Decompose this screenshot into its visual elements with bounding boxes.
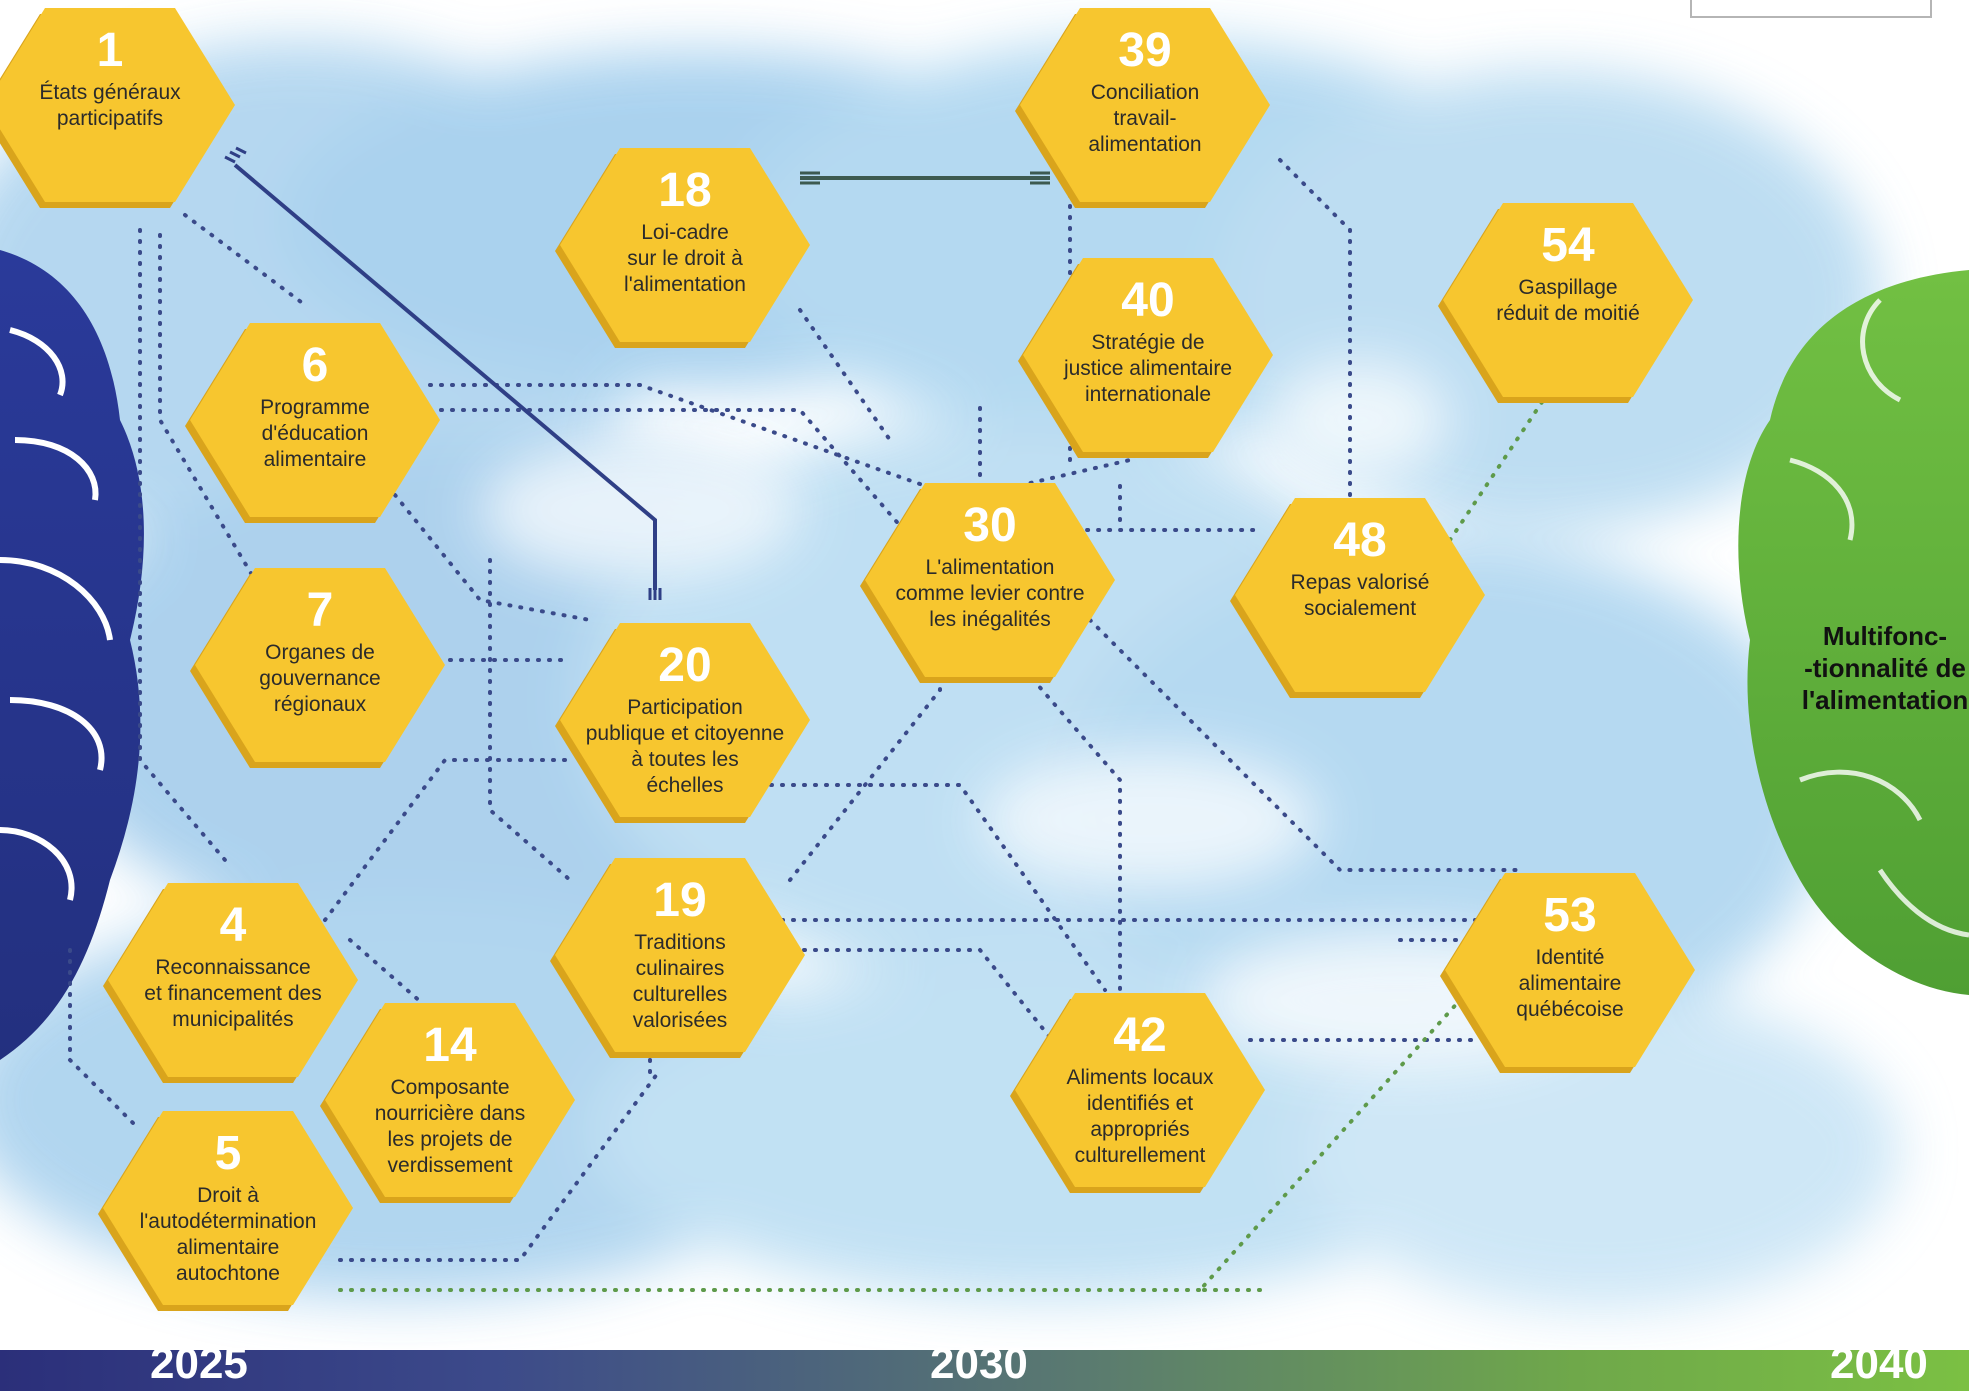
- hexagon-shape: [550, 858, 805, 1058]
- year-2025: 2025: [150, 1339, 248, 1388]
- node-6-education: 6 Programme d'éducation alimentaire: [185, 315, 445, 525]
- goal-label: Multifonc- -tionnalité de l'alimentation: [1801, 621, 1969, 715]
- node-53-identite: 53 Identité alimentaire québécoise: [1440, 865, 1700, 1075]
- right-blob: [1738, 270, 1969, 995]
- left-blob: [0, 250, 144, 1060]
- node-label: Composante nourricière dans les projets …: [374, 1076, 526, 1177]
- node-42-aliments-locaux: 42 Aliments locaux identifiés et appropr…: [1010, 985, 1270, 1195]
- node-number: 7: [306, 584, 334, 637]
- year-2040: 2040: [1830, 1339, 1928, 1388]
- node-number: 53: [1543, 889, 1597, 942]
- hexagon-shape: [0, 8, 235, 208]
- corner-frame: [1690, 0, 1932, 18]
- node-number: 1: [96, 24, 124, 77]
- hexagon-shape: [190, 568, 445, 768]
- hexagon-shape: [103, 883, 358, 1083]
- hexagon-shape: [1440, 873, 1695, 1073]
- node-number: 30: [963, 499, 1017, 552]
- node-number: 48: [1333, 514, 1387, 567]
- hexagon-shape: [1018, 258, 1273, 458]
- node-48-repas: 48 Repas valorisé socialement: [1230, 490, 1490, 700]
- node-label: Participation publique et citoyenne à to…: [585, 696, 785, 797]
- node-14-verdissement: 14 Composante nourricière dans les proje…: [320, 995, 580, 1205]
- hexagon-shape: [1015, 8, 1270, 208]
- node-label: Droit à l'autodétermination alimentaire …: [139, 1184, 317, 1285]
- node-number: 42: [1113, 1009, 1167, 1062]
- node-39-conciliation: 39 Conciliation travail- alimentation: [1015, 0, 1275, 210]
- node-label: Traditions culinaires culturelles valori…: [632, 931, 728, 1032]
- node-number: 40: [1121, 274, 1175, 327]
- hexagon-shape: [1010, 993, 1265, 1193]
- node-number: 4: [219, 899, 247, 952]
- node-number: 5: [214, 1127, 242, 1180]
- hexagon-shape: [185, 323, 440, 523]
- node-number: 19: [653, 874, 707, 927]
- node-30-inegalites: 30 L'alimentation comme levier contre le…: [860, 475, 1120, 685]
- timeline-bar: [0, 1350, 1969, 1391]
- hexagon-shape: [320, 1003, 575, 1203]
- node-number: 14: [423, 1019, 477, 1072]
- year-2030: 2030: [930, 1339, 1028, 1388]
- node-label: Repas valorisé socialement: [1290, 571, 1430, 620]
- node-label: Stratégie de justice alimentaire interna…: [1063, 331, 1233, 406]
- node-54-gaspillage: 54 Gaspillage réduit de moitié: [1438, 195, 1698, 405]
- fork-link-1-20: [224, 146, 662, 600]
- node-label: Reconnaissance et financement des munici…: [144, 956, 322, 1031]
- node-number: 39: [1118, 24, 1172, 77]
- node-number: 18: [658, 164, 712, 217]
- hexagon-shape: [1438, 203, 1693, 403]
- node-number: 6: [301, 339, 329, 392]
- node-19-traditions: 19 Traditions culinaires culturelles val…: [550, 850, 810, 1060]
- node-label: Organes de gouvernance régionaux: [259, 641, 381, 716]
- node-label: Identité alimentaire québécoise: [1516, 946, 1624, 1021]
- node-label: Gaspillage réduit de moitié: [1496, 276, 1640, 325]
- node-label: Programme d'éducation alimentaire: [260, 396, 370, 471]
- node-18-loi-cadre: 18 Loi-cadre sur le droit à l'alimentati…: [555, 140, 815, 350]
- node-4-municipalites: 4 Reconnaissance et financement des muni…: [103, 875, 363, 1085]
- node-label: États généraux participatifs: [39, 81, 181, 130]
- hexagon-shape: [1230, 498, 1485, 698]
- hexagon-shape: [555, 148, 810, 348]
- fork-link-18-39: [800, 171, 1050, 185]
- node-7-gouvernance: 7 Organes de gouvernance régionaux: [190, 560, 450, 770]
- hexagon-shape: [860, 483, 1115, 683]
- node-label: Loi-cadre sur le droit à l'alimentation: [624, 221, 746, 296]
- node-label: Aliments locaux identifiés et appropriés…: [1066, 1066, 1214, 1167]
- node-label: L'alimentation comme levier contre les i…: [895, 556, 1085, 631]
- node-1-etats-generaux: 1 États généraux participatifs: [0, 0, 240, 210]
- node-number: 54: [1541, 219, 1595, 272]
- hexagon-shape: [555, 623, 810, 823]
- node-5-autochtone: 5 Droit à l'autodétermination alimentair…: [98, 1103, 358, 1313]
- hexagon-shape: [98, 1111, 353, 1311]
- node-20-participation: 20 Participation publique et citoyenne à…: [555, 615, 815, 825]
- node-number: 20: [658, 639, 712, 692]
- node-40-justice: 40 Stratégie de justice alimentaire inte…: [1018, 250, 1278, 460]
- node-label: Conciliation travail- alimentation: [1088, 81, 1202, 156]
